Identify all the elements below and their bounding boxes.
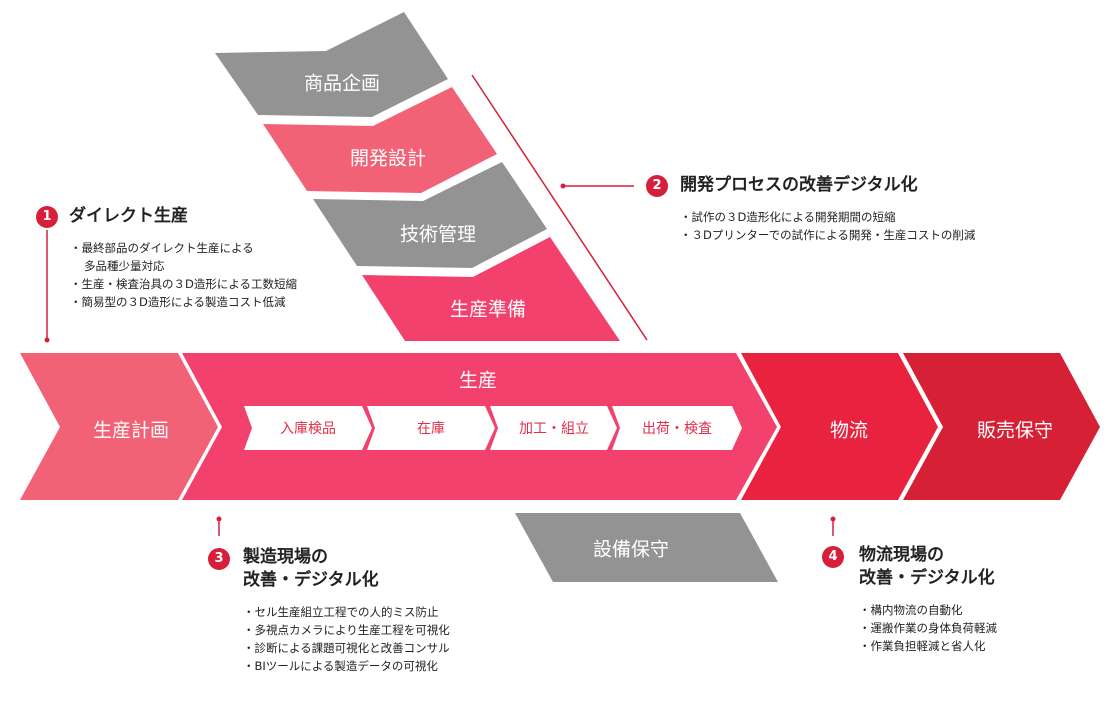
label-planning: 生産計画 bbox=[92, 419, 170, 442]
callout-item: ３Dプリンターでの試作による開発・生産コストの削減 bbox=[680, 226, 976, 244]
stage-shape-product-planning bbox=[215, 12, 448, 117]
callout-item: 構内物流の自動化 bbox=[859, 601, 997, 619]
item-text: セル生産組立工程での人的ミス防止 bbox=[254, 605, 439, 619]
label-logistics: 物流 bbox=[829, 419, 869, 442]
item-text: BIツールによる製造データの可視化 bbox=[254, 659, 438, 673]
connector-dot-2 bbox=[560, 183, 566, 189]
callout-item: 生産・検査治具の３D造形による工数短縮 bbox=[70, 275, 298, 293]
stage-label-technical-management: 技術管理 bbox=[399, 223, 477, 246]
callout-list-4: 構内物流の自動化 運搬作業の身体負荷軽減 作業負担軽減と省人化 bbox=[859, 601, 998, 655]
step-shape-3 bbox=[490, 406, 617, 450]
item-text: 作業負担軽減と省人化 bbox=[870, 639, 986, 653]
label-production: 生産 bbox=[458, 369, 498, 392]
step-label-inventory: 在庫 bbox=[417, 421, 445, 437]
step-label-assembly: 加工・組立 bbox=[519, 421, 589, 437]
stage-shape-production-prep bbox=[362, 237, 620, 341]
connector-dot-4 bbox=[830, 516, 836, 522]
title-line: 物流現場の bbox=[859, 545, 944, 565]
stage-label-product-planning: 商品企画 bbox=[303, 72, 381, 95]
callout-badge-2: 2 bbox=[646, 175, 668, 197]
connector-dot-1 bbox=[44, 337, 50, 343]
step-label-shipping: 出荷・検査 bbox=[642, 421, 712, 437]
title-line: 改善・デジタル化 bbox=[243, 570, 379, 590]
title-line: 改善・デジタル化 bbox=[859, 568, 995, 588]
chevron-planning bbox=[20, 353, 218, 500]
callout-item: 多視点カメラにより生産工程を可視化 bbox=[243, 621, 450, 639]
callout-title-2: 開発プロセスの改善デジタル化 bbox=[680, 175, 918, 195]
step-shape-1 bbox=[244, 406, 372, 450]
stage-label-production-prep: 生産準備 bbox=[449, 298, 527, 321]
item-text: 最終部品のダイレクト生産による bbox=[81, 241, 254, 255]
callout-item: BIツールによる製造データの可視化 bbox=[243, 657, 450, 675]
callout-list-3: セル生産組立工程での人的ミス防止 多視点カメラにより生産工程を可視化 診断による… bbox=[243, 603, 450, 675]
callout-badge-4: 4 bbox=[822, 546, 844, 568]
maintenance-shape bbox=[515, 513, 778, 582]
callout-badge-3: 3 bbox=[208, 548, 230, 570]
label-sales: 販売保守 bbox=[976, 419, 1054, 442]
callout-item: セル生産組立工程での人的ミス防止 bbox=[243, 603, 450, 621]
callout-title-1: ダイレクト生産 bbox=[69, 206, 188, 226]
chevron-logistics bbox=[741, 353, 938, 500]
item-text: 構内物流の自動化 bbox=[870, 603, 963, 617]
stage-shape-technical-management bbox=[313, 162, 547, 268]
callout-item: 診断による課題可視化と改善コンサル bbox=[243, 639, 450, 657]
item-text: 生産・検査治具の３D造形による工数短縮 bbox=[81, 277, 298, 291]
step-shape-4 bbox=[612, 406, 742, 450]
item-text: ３Dプリンターでの試作による開発・生産コストの削減 bbox=[691, 228, 976, 242]
item-text: 多品種少量対応 bbox=[84, 259, 165, 273]
item-text: 簡易型の３D造形による製造コスト低減 bbox=[81, 295, 286, 309]
item-text: 診断による課題可視化と改善コンサル bbox=[254, 641, 450, 655]
bracket-line-2 bbox=[471, 74, 648, 341]
item-text: 運搬作業の身体負荷軽減 bbox=[870, 621, 998, 635]
title-line: 製造現場の bbox=[243, 547, 328, 567]
callout-item: 試作の３D造形化による開発期間の短縮 bbox=[680, 208, 975, 226]
item-text: 多視点カメラにより生産工程を可視化 bbox=[254, 623, 450, 637]
callout-item: 簡易型の３D造形による製造コスト低減 bbox=[70, 293, 297, 311]
callout-list-2: 試作の３D造形化による開発期間の短縮 ３Dプリンターでの試作による開発・生産コス… bbox=[680, 208, 976, 244]
chevron-sales bbox=[903, 353, 1100, 500]
callout-item: 作業負担軽減と省人化 bbox=[859, 637, 997, 655]
callout-title-4: 物流現場の改善・デジタル化 bbox=[859, 544, 995, 590]
callout-title-3: 製造現場の改善・デジタル化 bbox=[243, 546, 379, 592]
item-text: 試作の３D造形化による開発期間の短縮 bbox=[691, 210, 896, 224]
connector-dot-3 bbox=[216, 516, 222, 522]
stage-shape-development-design bbox=[263, 87, 497, 193]
callout-item: 運搬作業の身体負荷軽減 bbox=[859, 619, 998, 637]
step-shape-2 bbox=[367, 406, 495, 450]
label-maintenance: 設備保守 bbox=[592, 538, 670, 561]
step-label-receiving: 入庫検品 bbox=[280, 421, 336, 437]
stage-label-development-design: 開発設計 bbox=[349, 147, 427, 170]
callout-badge-1: 1 bbox=[36, 206, 58, 228]
